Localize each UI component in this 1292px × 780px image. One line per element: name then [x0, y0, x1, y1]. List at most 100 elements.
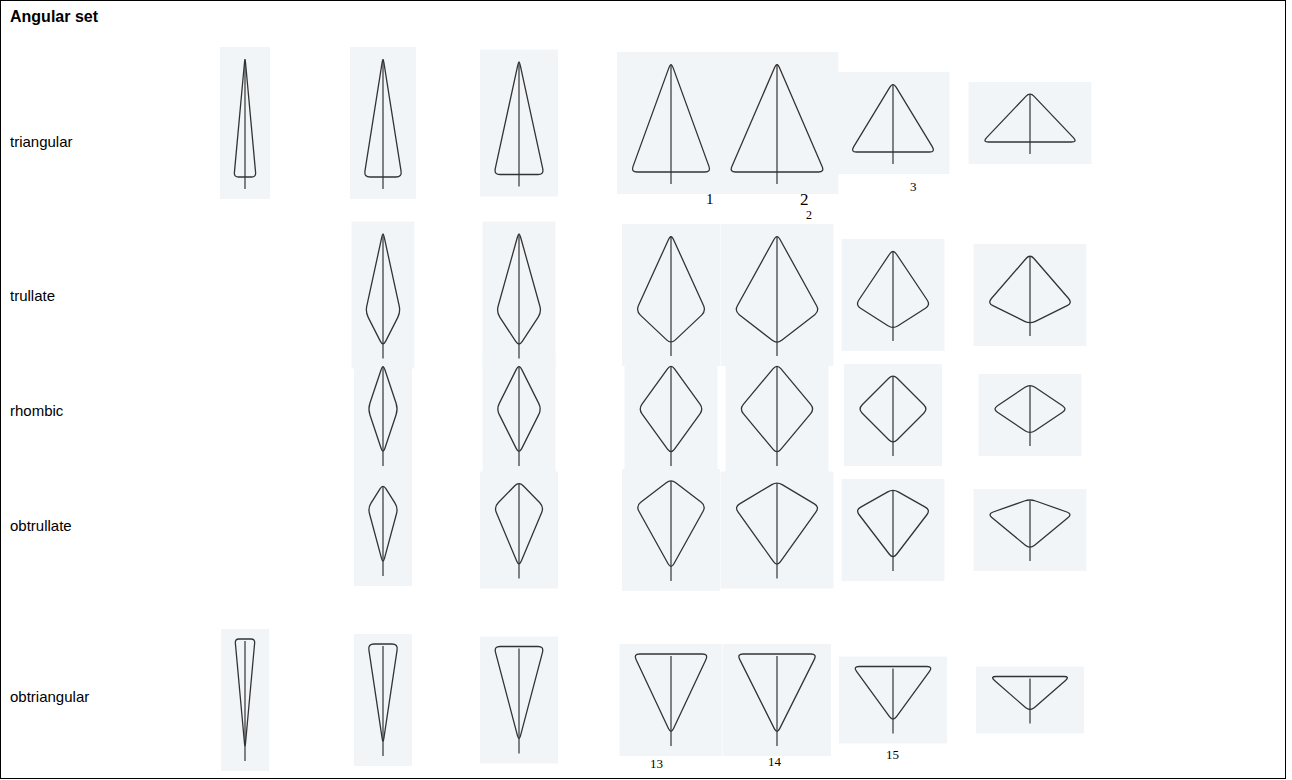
cell-background — [721, 472, 834, 589]
cell-background — [221, 629, 269, 771]
leaf-outline — [633, 64, 710, 184]
cell-background — [617, 52, 725, 194]
cell-background — [354, 634, 412, 766]
leaf-midrib — [518, 234, 519, 359]
leaf-midrib — [892, 376, 893, 456]
cell-background — [625, 354, 718, 476]
leaf-outline — [369, 366, 397, 466]
leaf-midrib — [244, 641, 245, 761]
cell-background — [974, 244, 1087, 346]
cell-background — [839, 657, 947, 744]
cell-background — [622, 469, 720, 591]
leaf-outline — [853, 84, 934, 164]
cell-background — [480, 50, 558, 197]
leaf-midrib — [382, 486, 383, 576]
leaf-outline — [990, 256, 1070, 336]
leaf-outline — [860, 376, 926, 456]
leaf-outline — [737, 483, 818, 578]
cell-background — [354, 354, 412, 476]
leaf-midrib — [892, 491, 893, 571]
row-label: trullate — [10, 287, 55, 304]
leaf-outline — [638, 236, 705, 356]
leaf-midrib — [244, 59, 245, 189]
leaf-midrib — [382, 366, 383, 466]
leaf-midrib — [1029, 501, 1030, 561]
cell-background — [480, 637, 558, 764]
leaf-midrib — [382, 59, 383, 189]
leaf-outline — [638, 481, 704, 581]
leaf-outline — [993, 677, 1068, 724]
cell-background — [622, 224, 720, 366]
callout-number: 2 — [806, 209, 812, 223]
cell-background — [844, 364, 942, 466]
cell-background — [837, 72, 950, 174]
cell-background — [723, 644, 831, 756]
row-label: rhombic — [10, 402, 63, 419]
leaf-outline — [741, 366, 812, 466]
leaf-midrib — [1029, 679, 1030, 724]
callout-number: 2 — [800, 190, 809, 210]
leaf-midrib — [518, 649, 519, 754]
leaf-outline — [366, 234, 399, 359]
cell-background — [354, 474, 412, 586]
cell-background — [716, 52, 839, 194]
leaf-midrib — [1029, 386, 1030, 446]
row-label: triangular — [10, 133, 73, 150]
cell-background — [483, 354, 556, 476]
cell-background — [350, 47, 416, 199]
leaf-outline — [990, 500, 1070, 561]
leaf-midrib — [776, 236, 777, 356]
cell-background — [620, 644, 723, 756]
callout-number: 1 — [706, 191, 714, 208]
cell-background — [976, 667, 1084, 734]
row-label: obtrullate — [10, 517, 72, 534]
leaf-midrib — [776, 366, 777, 466]
leaf-outline — [736, 236, 817, 356]
cell-background — [842, 479, 945, 581]
leaf-outline — [498, 234, 541, 359]
leaf-outline — [640, 366, 701, 466]
leaf-midrib — [518, 62, 519, 187]
leaf-midrib — [670, 481, 671, 581]
leaf-midrib — [382, 646, 383, 756]
cell-background — [969, 82, 1092, 164]
leaf-outline — [235, 639, 254, 761]
cell-background — [480, 472, 558, 589]
cell-background — [721, 224, 834, 366]
leaf-midrib — [518, 366, 519, 466]
leaf-midrib — [776, 64, 777, 184]
leaf-outline — [985, 94, 1075, 154]
leaf-outline — [498, 366, 540, 466]
leaf-midrib — [670, 656, 671, 746]
leaf-outline — [495, 484, 542, 579]
leaf-outline — [495, 62, 543, 187]
cell-background — [726, 354, 829, 476]
figure-title: Angular set — [10, 8, 98, 26]
leaf-outline — [369, 486, 397, 576]
leaf-midrib — [892, 84, 893, 164]
cell-background — [352, 222, 415, 369]
leaf-midrib — [1029, 94, 1030, 154]
callout-number: 13 — [650, 757, 663, 772]
leaf-midrib — [382, 234, 383, 359]
leaf-midrib — [776, 484, 777, 579]
leaf-midrib — [670, 236, 671, 356]
callout-number: 14 — [768, 755, 781, 770]
leaf-outline — [234, 59, 255, 189]
callout-number: 15 — [886, 748, 899, 763]
row-label: obtriangular — [10, 688, 89, 705]
leaf-outline — [365, 59, 401, 189]
leaf-outline — [635, 654, 706, 746]
leaf-outline — [858, 251, 929, 341]
leaf-outline — [495, 647, 543, 754]
leaf-outline — [739, 654, 815, 746]
leaf-midrib — [892, 669, 893, 734]
leaf-outline — [855, 667, 931, 734]
leaf-midrib — [670, 366, 671, 466]
cell-background — [979, 374, 1082, 456]
leaf-midrib — [670, 64, 671, 184]
leaf-midrib — [1029, 256, 1030, 336]
leaf-midrib — [518, 484, 519, 579]
